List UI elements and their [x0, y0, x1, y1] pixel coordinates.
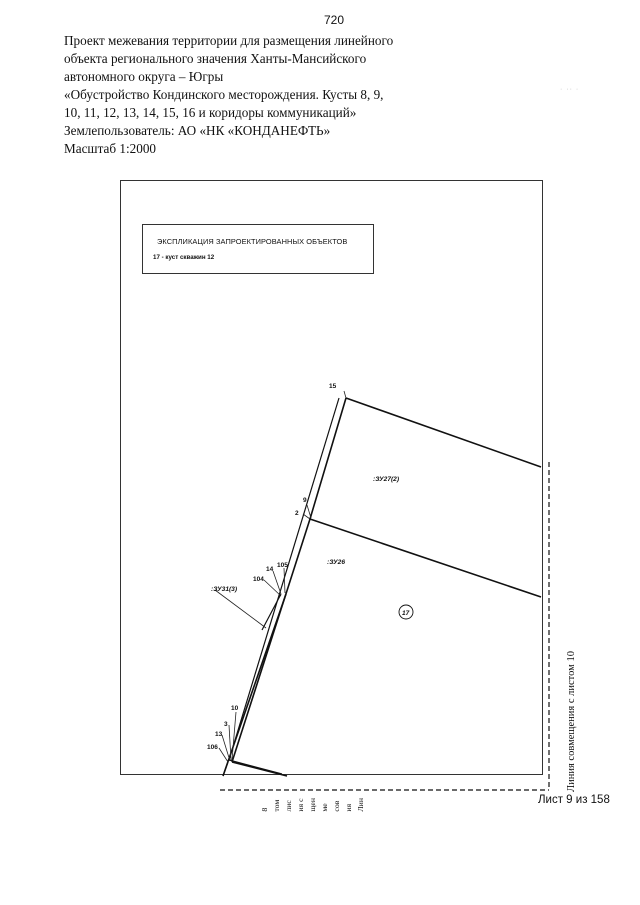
header-line: объекта регионального значения Ханты-Ман…	[64, 51, 367, 66]
match-line-fragment: ия с	[296, 798, 305, 812]
match-line-label-bottom: Лин ия сов ме щен ия с лис том 8	[258, 798, 368, 812]
header-line: «Обустройство Кондинского месторождения.…	[64, 87, 384, 102]
page-number: 720	[324, 13, 345, 27]
match-line-fragment: Лин	[356, 798, 365, 812]
match-line-fragment: сов	[332, 800, 341, 812]
match-line-label-right: Линия совмещения с листом 10	[566, 651, 577, 792]
map-frame	[120, 180, 543, 775]
header-line: Масштаб 1:2000	[64, 141, 157, 156]
header-line: автономного округа – Югры	[64, 69, 224, 84]
match-line-fragment: щен	[308, 798, 317, 812]
document-header: Проект межевания территории для размещен…	[64, 32, 394, 158]
match-line-fragment: том	[272, 799, 281, 812]
scan-speck: · ·· ·	[560, 86, 580, 93]
match-line-fragment: ме	[320, 803, 329, 812]
legend-item: 17 - куст скважин 12	[153, 254, 215, 261]
sheet-label: Лист 9 из 158	[538, 794, 610, 806]
legend-box: ЭКСПЛИКАЦИЯ ЗАПРОЕКТИРОВАННЫХ ОБЪЕКТОВ 1…	[142, 224, 374, 274]
match-line-fragment: лис	[284, 800, 293, 812]
header-line: Проект межевания территории для размещен…	[64, 33, 394, 48]
header-line: Землепользователь: АО «НК «КОНДАНЕФТЬ»	[64, 123, 331, 138]
match-line-fragment: 8	[260, 807, 269, 812]
legend-title: ЭКСПЛИКАЦИЯ ЗАПРОЕКТИРОВАННЫХ ОБЪЕКТОВ	[157, 237, 348, 246]
header-line: 10, 11, 12, 13, 14, 15, 16 и коридоры ко…	[64, 105, 357, 120]
match-line-fragment: ия	[344, 803, 353, 812]
